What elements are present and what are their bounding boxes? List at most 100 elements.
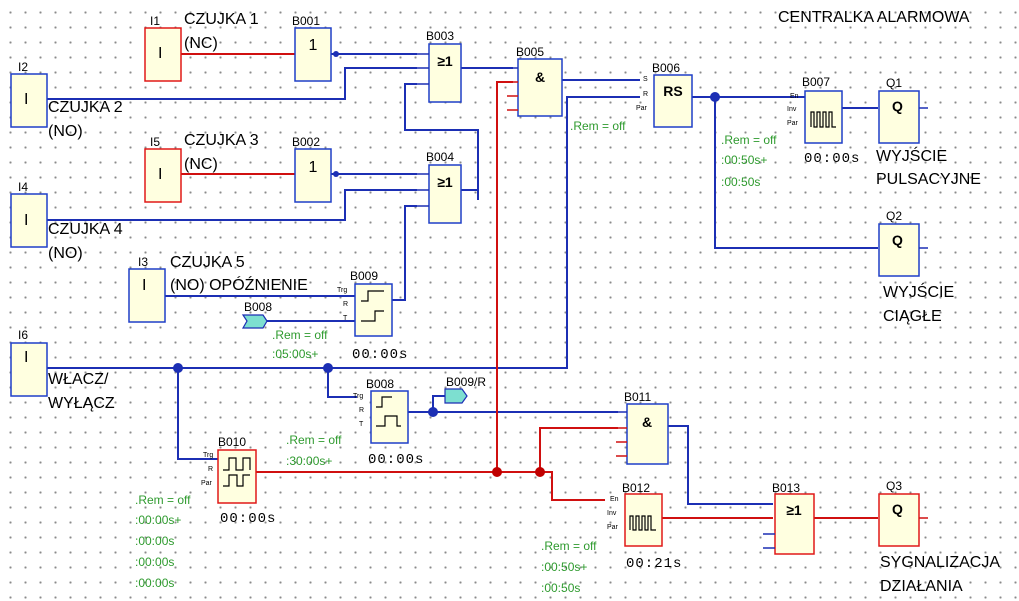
block-b013-or[interactable]: B013 ≥1	[763, 481, 815, 555]
input-name: CZUJKA 2	[48, 99, 123, 116]
pin-label: En	[610, 496, 619, 503]
block-b003-or[interactable]: B003 ≥1	[417, 29, 462, 103]
input-i6[interactable]: I6 I WŁACZ/ WYŁĄCZ	[10, 328, 115, 412]
input-block[interactable]	[10, 342, 48, 397]
input-name: CZUJKA 4	[48, 221, 123, 238]
block-b012-pulse[interactable]: B012 En Inv Par .Rem = off :00:50s+ :00:…	[541, 481, 682, 595]
connector-flag-icon[interactable]	[444, 388, 468, 404]
input-name: WŁACZ/	[48, 371, 109, 388]
pin-label: R	[359, 407, 364, 414]
block-b011-and[interactable]: B011 &	[616, 390, 669, 465]
input-type: WYŁĄCZ	[48, 395, 115, 412]
block-symbol: ≥1	[437, 53, 453, 69]
pin-label: Trg	[353, 393, 363, 400]
input-i3[interactable]: I3 I CZUJKA 5 (NO) OPÓŹNIENIE	[128, 254, 308, 323]
pin-label: T	[359, 421, 364, 428]
output-name: SYGNALIZACJA	[880, 554, 1000, 571]
input-id: I6	[18, 328, 28, 342]
output-block[interactable]	[878, 90, 920, 144]
block-b004-or[interactable]: B004 ≥1	[417, 150, 462, 224]
block-pins	[417, 53, 429, 85]
param-text: :00:00s+	[135, 513, 181, 527]
block-body[interactable]	[294, 148, 332, 203]
junction-dot	[428, 407, 438, 417]
connector-ref-b008[interactable]: B008	[241, 300, 272, 329]
block-b005-and[interactable]: B005 &	[507, 45, 563, 117]
output-block[interactable]	[878, 493, 920, 547]
block-body[interactable]	[517, 58, 563, 117]
pin-label: R	[343, 301, 348, 308]
param-text: .Rem = off	[541, 539, 597, 553]
block-b002-not[interactable]: B002 1	[292, 135, 332, 203]
param-text: :05:00s+	[272, 347, 318, 361]
input-block[interactable]	[10, 73, 48, 128]
block-symbol: ≥1	[437, 174, 453, 190]
block-b009-delay[interactable]: B009 Trg R T .Rem = off :05:00s+ 00:00s	[272, 269, 408, 363]
input-id: I5	[150, 135, 160, 149]
block-body[interactable]	[428, 43, 462, 103]
connector-ref-b009r[interactable]: B009/R	[444, 375, 486, 404]
block-b008-offdelay[interactable]: B008 Trg R T .Rem = off :30:00s+ 00:00s	[286, 377, 424, 468]
connector-flag-icon[interactable]	[241, 314, 268, 329]
timer-value: 00:00s	[220, 511, 276, 527]
param-text: :00:50s	[721, 175, 760, 189]
input-i4[interactable]: I4 I CZUJKA 4 (NO)	[10, 180, 123, 262]
block-id: B005	[516, 45, 544, 59]
input-block[interactable]	[10, 193, 48, 248]
block-id: B012	[622, 481, 650, 495]
connector-label: B009/R	[446, 375, 486, 389]
input-id: I1	[150, 14, 160, 28]
timer-value: 00:00s	[804, 151, 860, 167]
input-i1[interactable]: I1 I CZUJKA 1 (NC)	[144, 11, 259, 82]
input-type: (NO)	[48, 123, 83, 140]
wire-b011-b013	[668, 425, 773, 505]
input-name: CZUJKA 3	[184, 132, 259, 149]
param-text: .Rem = off	[721, 133, 777, 147]
block-body[interactable]	[370, 390, 409, 444]
output-q3[interactable]: Q3 Q SYGNALIZACJA DZIAŁANIA	[878, 479, 1000, 595]
junction-dot	[323, 363, 333, 373]
block-b006-rs[interactable]: B006 RS S R Par .Rem = off	[570, 61, 693, 133]
block-b007-pulse[interactable]: B007 En Inv Par .Rem = off :00:50s+ :00:…	[721, 75, 860, 189]
input-block[interactable]	[128, 268, 166, 323]
input-symbol: I	[24, 91, 28, 108]
input-symbol: I	[24, 349, 28, 366]
block-body[interactable]	[624, 493, 663, 547]
output-id: Q1	[886, 76, 902, 90]
output-symbol: Q	[892, 232, 903, 248]
input-block[interactable]	[144, 148, 182, 203]
pin-label: R	[643, 91, 648, 98]
block-b010-pulse-gen[interactable]: B010 Trg R Par .Rem = off :00:00s+ :00:0…	[135, 435, 276, 590]
param-text: .Rem = off	[272, 328, 328, 342]
block-body[interactable]	[354, 283, 393, 337]
block-symbol: &	[642, 414, 652, 430]
input-i2[interactable]: I2 I CZUJKA 2 (NO)	[10, 60, 123, 140]
param-text: .Rem = off	[286, 433, 342, 447]
output-symbol: Q	[892, 98, 903, 114]
param-text: :00:50s	[541, 581, 580, 595]
block-body[interactable]	[626, 403, 669, 465]
wire-i6-b010	[177, 368, 218, 460]
pin-label: Trg	[203, 452, 213, 459]
block-symbol: RS	[663, 83, 682, 99]
block-symbol: &	[535, 69, 545, 85]
block-id: B003	[426, 29, 454, 43]
wires	[47, 51, 878, 519]
block-symbol: ≥1	[786, 502, 802, 518]
output-q2[interactable]: Q2 Q WYJŚCIE CIĄGŁE	[878, 209, 954, 325]
block-b001-not[interactable]: B001 1	[292, 14, 332, 82]
param-text: :30:00s+	[286, 454, 332, 468]
input-block[interactable]	[144, 27, 182, 82]
param-text: :00:00s	[135, 534, 174, 548]
input-i5[interactable]: I5 I CZUJKA 3 (NC)	[144, 132, 259, 203]
param-text: .Rem = off	[570, 119, 626, 133]
block-body[interactable]	[294, 27, 332, 82]
block-body[interactable]	[653, 74, 693, 128]
block-body[interactable]	[428, 164, 462, 224]
block-id: B009	[350, 269, 378, 283]
pulse-icon	[629, 515, 656, 531]
output-block[interactable]	[878, 223, 920, 277]
output-q1[interactable]: Q1 Q WYJŚCIE PULSACYJNE	[876, 76, 981, 188]
block-body[interactable]	[774, 493, 815, 555]
